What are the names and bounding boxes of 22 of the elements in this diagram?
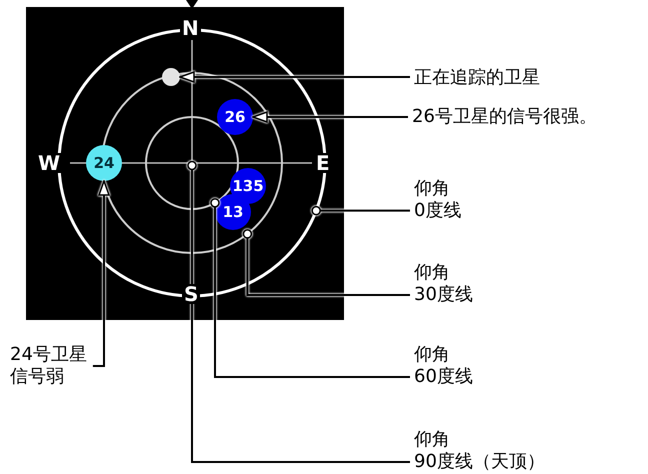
leader-line — [210, 198, 410, 378]
callout-text: 仰角 — [414, 344, 450, 366]
leader-line — [187, 160, 410, 463]
leader-line — [179, 71, 410, 83]
leader-line — [242, 229, 410, 296]
leader-line — [311, 206, 410, 216]
callout-text: 仰角 — [414, 178, 450, 200]
callout-text: 90度线（天顶） — [414, 451, 545, 473]
callout-text: 仰角 — [414, 429, 450, 451]
callout-text: 仰角 — [414, 262, 450, 284]
leader-line — [92, 180, 110, 367]
callout-text: 信号弱 — [10, 366, 64, 388]
callout-text: 60度线 — [414, 366, 473, 388]
compass-letter: S — [182, 284, 200, 304]
callout-text: 30度线 — [414, 284, 473, 306]
callout-text: 正在追踪的卫星 — [414, 67, 540, 89]
callout-text: 24号卫星 — [10, 344, 87, 366]
compass-letter: W — [36, 153, 62, 173]
callout-text: 0度线 — [414, 200, 462, 222]
leader-line — [252, 111, 408, 123]
compass-letter: N — [180, 18, 201, 38]
callout-text: 26号卫星的信号很强。 — [412, 106, 597, 128]
